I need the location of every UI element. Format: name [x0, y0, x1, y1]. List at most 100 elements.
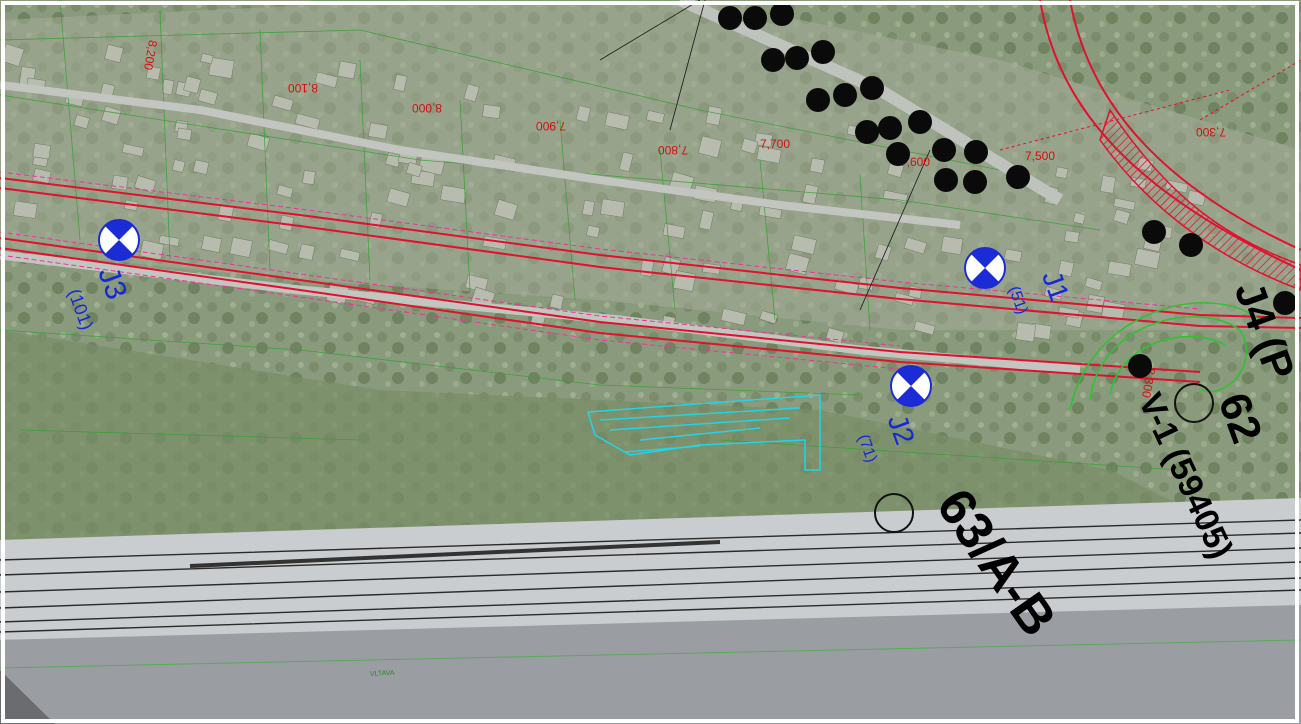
house [705, 105, 723, 126]
house [809, 157, 826, 174]
pier-dot-icon [718, 6, 742, 30]
chainage-label: 7,300 [1196, 125, 1226, 139]
platform-bar [189, 540, 721, 568]
house [697, 135, 723, 159]
house [139, 239, 165, 261]
survey-lines [599, 0, 931, 311]
house [482, 104, 501, 119]
planned-pier-circle-icon [1174, 383, 1214, 423]
house [367, 122, 389, 140]
house [645, 110, 665, 124]
proposed-alignment [0, 0, 1301, 383]
junction-marker-icon [897, 366, 925, 406]
house [940, 235, 964, 255]
house [785, 252, 810, 276]
house [298, 243, 316, 261]
house [208, 57, 235, 79]
pier-dot-icon [964, 140, 988, 164]
junction-marker-icon [105, 220, 133, 260]
house [405, 161, 423, 178]
house [639, 259, 655, 277]
pier-dot-icon [1179, 233, 1203, 257]
pier-dot-icon [833, 83, 857, 107]
river-vltava [0, 605, 1301, 724]
house [176, 127, 193, 141]
house [1055, 166, 1069, 179]
house [183, 75, 202, 95]
pier-dot-icon [855, 120, 879, 144]
river-label: VLTAVA [370, 670, 395, 678]
chainage-label: 8,100 [288, 81, 318, 95]
house [171, 159, 186, 173]
house [1057, 260, 1075, 278]
pier-dot-icon [1128, 354, 1152, 378]
house [201, 235, 223, 254]
chainage-labels: 8,100 8,000 7,900 7,800 7,700 7,600 7,50… [141, 39, 1226, 399]
pier-dot-icon [886, 142, 910, 166]
house [104, 44, 124, 63]
house [549, 293, 565, 310]
pier-dot-icon [908, 110, 932, 134]
house [393, 73, 408, 92]
railway-tracks [0, 519, 1301, 633]
junction-marker-icon [971, 248, 999, 288]
pier-dot-icon [806, 88, 830, 112]
pier-dot-icon [811, 40, 835, 64]
rail-corridor [0, 498, 1301, 640]
house [386, 187, 411, 208]
pier-dot-icon [963, 170, 987, 194]
house [882, 189, 908, 204]
pier-dot-icon [770, 2, 794, 26]
house [1112, 208, 1131, 225]
chainage-label: 7,500 [1025, 149, 1055, 163]
chainage-label: 7,800 [658, 143, 688, 157]
house [1099, 175, 1116, 194]
house [903, 236, 928, 255]
parcel-lines [0, 0, 1181, 471]
house [121, 143, 145, 157]
pier-dots [718, 2, 1297, 378]
pier-dot-icon [785, 46, 809, 70]
pier-dot-icon [1006, 165, 1030, 189]
house [276, 184, 294, 199]
house [197, 88, 219, 106]
house [759, 310, 778, 325]
house [662, 223, 686, 239]
house [1113, 197, 1136, 211]
house [913, 320, 936, 336]
house [145, 65, 161, 81]
house [314, 71, 339, 89]
house [337, 60, 357, 80]
house [582, 199, 595, 217]
house [463, 83, 480, 103]
house [825, 327, 845, 344]
house [73, 114, 90, 130]
house [111, 174, 129, 191]
house [294, 113, 321, 130]
ramp-curves [1069, 302, 1261, 411]
house [1086, 294, 1105, 314]
pier-dot-icon [934, 168, 958, 192]
house [754, 132, 773, 148]
house [192, 159, 210, 175]
house [790, 234, 817, 255]
house [740, 137, 759, 155]
house [575, 105, 592, 123]
pier-dot-icon [761, 48, 785, 72]
chainage-label: 8,200 [141, 39, 160, 71]
road-lower [0, 250, 1081, 375]
pier-dot-icon [932, 138, 956, 162]
house [600, 198, 626, 218]
house [720, 308, 747, 326]
pier-dot-icon [878, 116, 902, 140]
house [302, 170, 316, 185]
house [1133, 248, 1161, 270]
pier-dot-icon [1273, 291, 1297, 315]
house [585, 224, 601, 239]
pier-dot-icon [1142, 220, 1166, 244]
house [229, 236, 253, 258]
house [1084, 276, 1103, 291]
house [339, 248, 361, 262]
